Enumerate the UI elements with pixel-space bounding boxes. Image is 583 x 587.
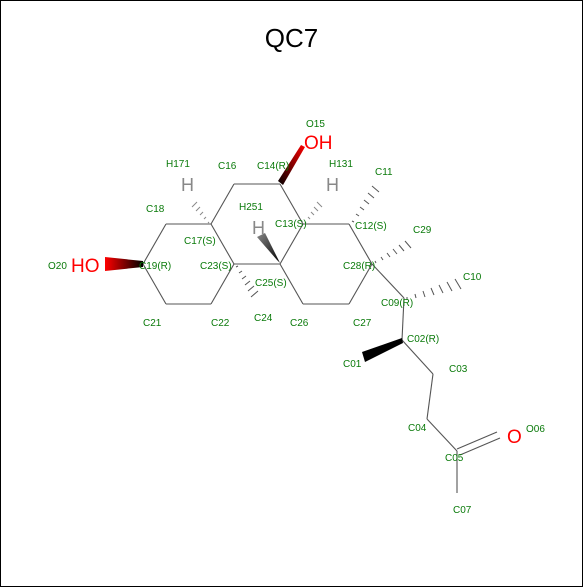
- molecule-title: QC7: [264, 23, 319, 53]
- atom-label-c01: C01: [343, 359, 362, 370]
- atom-label-c29: C29: [413, 225, 432, 236]
- hash-c09-c10: [406, 278, 462, 300]
- atom-label-c23: C23(S): [200, 261, 232, 272]
- heteroatom-symbols: OH HO O H H H: [71, 133, 522, 448]
- atom-label-c07: C07: [453, 505, 472, 516]
- atom-label-c10: C10: [463, 272, 482, 283]
- h-left-symbol: H: [181, 175, 194, 195]
- atom-label-o20: O20: [48, 261, 67, 272]
- atom-label-c25: C25(S): [255, 278, 287, 289]
- atom-label-c11: C11: [375, 167, 393, 178]
- atom-label-c13: C13(S): [275, 219, 307, 230]
- ho-left-symbol: HO: [71, 256, 100, 277]
- wedge-c25-h: [257, 233, 280, 263]
- atom-label-c14: C14(R): [257, 161, 289, 172]
- oh-top-symbol: OH: [304, 133, 333, 154]
- atom-label-c19: C19(R): [139, 261, 171, 272]
- atom-label-o15: O15: [306, 119, 325, 130]
- h-right-symbol: H: [326, 175, 339, 195]
- atom-label-c17: C17(S): [184, 236, 216, 247]
- atom-label-c09: C09(R): [381, 298, 413, 309]
- carbonyl-oxygen-symbol: O: [507, 427, 522, 448]
- atom-label-c27: C27: [353, 318, 372, 329]
- atom-label-c22: C22: [211, 318, 230, 329]
- bond-lines: [142, 183, 501, 493]
- atom-label-c18: C18: [146, 204, 165, 215]
- hash-c23-c24: [235, 265, 259, 298]
- hashed-wedges: [191, 185, 462, 300]
- hash-c13-h131: [304, 201, 323, 224]
- atom-label-h171: H171: [166, 159, 190, 170]
- hash-c17-h171: [191, 201, 210, 224]
- atom-label-c12: C12(S): [355, 221, 387, 232]
- atom-label-c28: C28(R): [343, 261, 375, 272]
- atom-label-h131: H131: [329, 159, 353, 170]
- hash-c28-c29: [374, 240, 412, 264]
- atom-label-h251: H251: [239, 202, 263, 213]
- atom-label-c05: C05: [445, 453, 464, 464]
- hash-c12-c11: [351, 185, 380, 223]
- atom-label-c03: C03: [449, 364, 468, 375]
- wedge-c02-c01: [362, 338, 403, 362]
- atom-label-c26: C26: [290, 318, 309, 329]
- atom-labels: O15 H171 C16 C14(R) H131 C11 C18 H251 C1…: [48, 119, 545, 516]
- solid-wedges: [105, 145, 403, 362]
- h-mid-symbol: H: [252, 218, 265, 238]
- atom-label-o06: O06: [526, 424, 545, 435]
- wedge-c14-oh: [278, 145, 305, 185]
- atom-label-c24: C24: [254, 313, 273, 324]
- atom-label-c02: C02(R): [407, 334, 439, 345]
- atom-label-c21: C21: [143, 318, 162, 329]
- atom-label-c04: C04: [408, 423, 427, 434]
- wedge-c19-ho: [105, 257, 143, 271]
- atom-label-c16: C16: [218, 161, 237, 172]
